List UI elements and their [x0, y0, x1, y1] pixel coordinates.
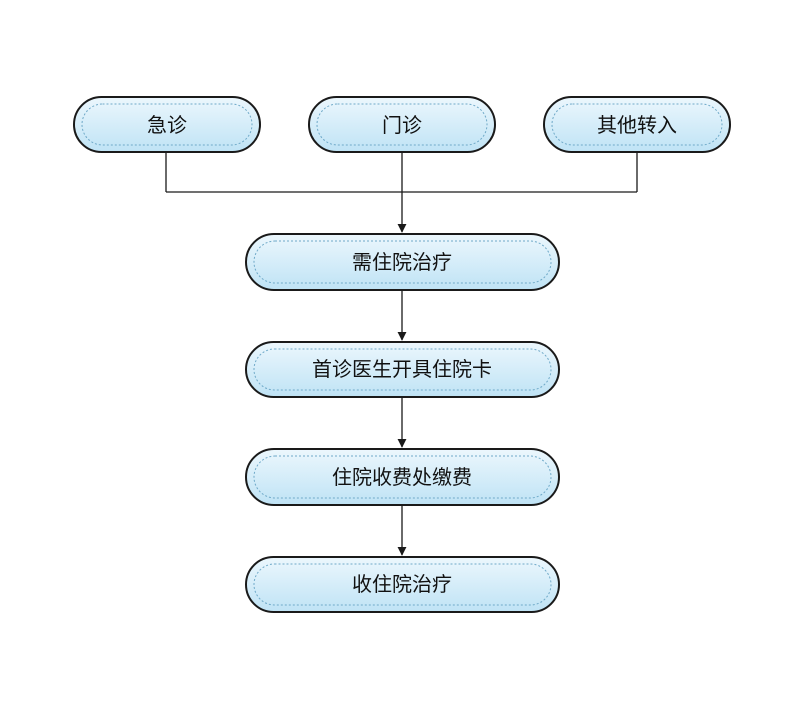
- node-admit: 收住院治疗: [245, 556, 560, 613]
- node-payment: 住院收费处缴费: [245, 448, 560, 506]
- node-emergency: 急诊: [73, 96, 261, 153]
- node-admit-label: 收住院治疗: [352, 572, 452, 596]
- node-transfer: 其他转入: [543, 96, 731, 153]
- node-outpatient-label: 门诊: [382, 113, 422, 137]
- node-need-label: 需住院治疗: [352, 250, 452, 274]
- node-transfer-label: 其他转入: [597, 113, 677, 137]
- node-outpatient: 门诊: [308, 96, 496, 153]
- node-card-label: 首诊医生开具住院卡: [312, 357, 492, 381]
- node-emergency-label: 急诊: [147, 113, 187, 137]
- node-pay-label: 住院收费处缴费: [332, 465, 472, 489]
- connectors: [165, 152, 638, 556]
- node-issue-admission-card: 首诊医生开具住院卡: [245, 341, 560, 398]
- node-need-hospitalization: 需住院治疗: [245, 233, 560, 291]
